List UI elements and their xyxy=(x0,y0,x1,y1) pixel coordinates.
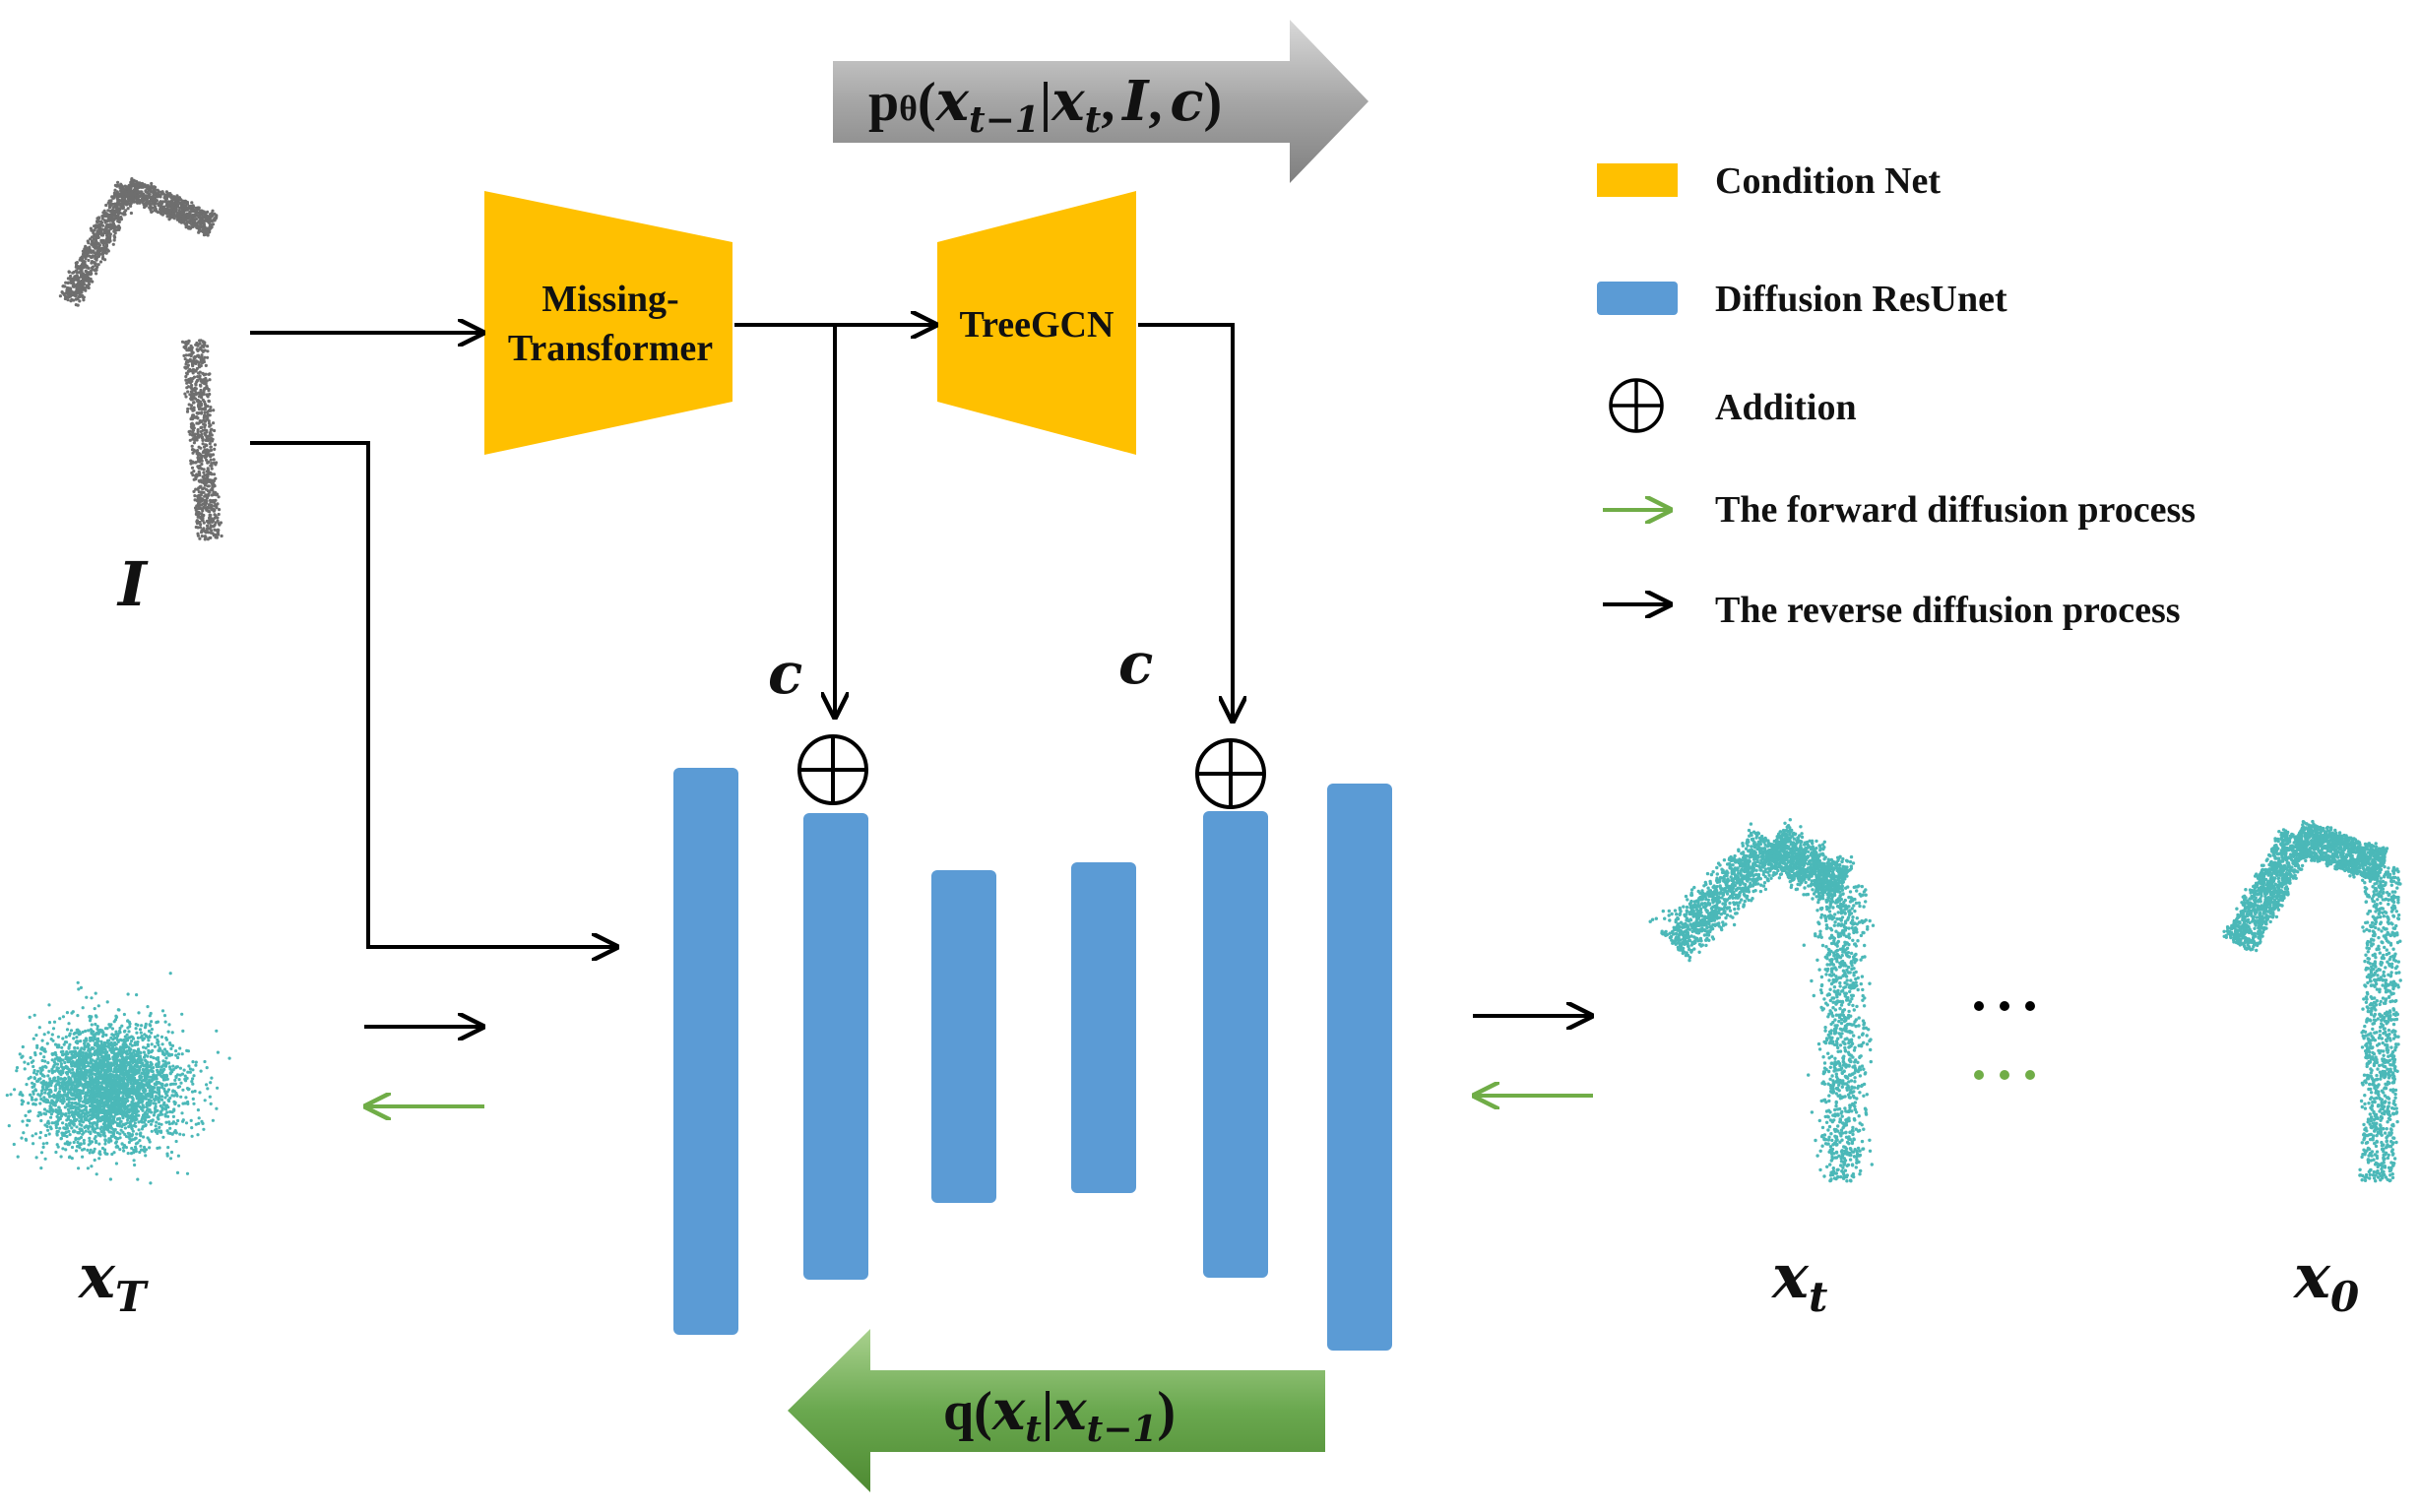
addition-icon-left xyxy=(797,734,868,805)
addition-symbols xyxy=(797,734,1266,809)
bottom-banner-open: ( xyxy=(974,1381,992,1442)
bottom-banner-q: q xyxy=(943,1381,974,1442)
banner-p: p xyxy=(868,72,899,133)
banner-x2: x xyxy=(1051,69,1085,134)
resunet-block-2 xyxy=(803,813,868,1280)
input-partial-point-cloud xyxy=(58,177,223,541)
condition-label-right: c xyxy=(1118,630,1153,697)
condition-right-arrow xyxy=(1138,323,1233,721)
treegcn-label: TreeGCN xyxy=(960,304,1114,346)
noisy-point-cloud-xt xyxy=(1648,818,1876,1183)
xt-label: xt xyxy=(1770,1240,1827,1321)
resunet-block-4 xyxy=(1071,862,1136,1193)
banner-close-paren: ) xyxy=(1204,72,1223,133)
legend-addition-label: Addition xyxy=(1715,387,1857,428)
input-label: I xyxy=(116,548,149,620)
xT-label: xT xyxy=(77,1240,149,1321)
legend-condition-net-swatch xyxy=(1597,163,1678,197)
legend-addition-icon xyxy=(1609,378,1664,433)
condition-label-left: c xyxy=(768,640,802,707)
banner-I: I xyxy=(1120,69,1150,134)
input-to-resunet-arrow xyxy=(250,441,616,947)
banner-x1-sub: t−1 xyxy=(969,99,1040,141)
banner-x1: x xyxy=(935,69,970,134)
complete-point-cloud-x0 xyxy=(2222,819,2402,1183)
svg-text:q(xt|xt−1): q(xt|xt−1) xyxy=(943,1378,1176,1450)
bottom-banner-bar: | xyxy=(1042,1381,1053,1442)
noise-point-cloud-xT xyxy=(5,972,231,1185)
banner-theta: θ xyxy=(899,89,918,128)
resunet-block-6 xyxy=(1327,784,1392,1351)
bottom-banner-x1: x xyxy=(991,1378,1026,1443)
resunet-block-5 xyxy=(1203,811,1268,1278)
legend-forward-label: The forward diffusion process xyxy=(1715,489,2196,531)
treegcn-block: TreeGCN xyxy=(937,191,1136,455)
missing-transformer-block: Missing- Transformer xyxy=(484,191,732,455)
banner-comma-2: , xyxy=(1148,72,1162,133)
bottom-banner-x1-sub: t xyxy=(1025,1409,1042,1450)
legend-condition-net-label: Condition Net xyxy=(1715,160,1941,202)
bottom-banner-x2: x xyxy=(1052,1378,1087,1443)
legend-resunet-label: Diffusion ResUnet xyxy=(1715,279,2007,320)
bottom-banner-close: ) xyxy=(1157,1381,1176,1442)
resunet-block-3 xyxy=(931,870,996,1203)
svg-text:pθ(xt−1|xt,I,c): pθ(xt−1|xt,I,c) xyxy=(868,69,1222,141)
banner-c: c xyxy=(1170,69,1203,134)
resunet-block-1 xyxy=(673,768,738,1335)
ellipsis-forward xyxy=(1974,1070,2035,1080)
banner-x2-sub: t xyxy=(1085,99,1102,141)
reverse-process-banner: pθ(xt−1|xt,I,c) xyxy=(833,20,1369,183)
x0-label: x0 xyxy=(2292,1240,2359,1321)
diffusion-resunet xyxy=(673,768,1392,1351)
legend-reverse-label: The reverse diffusion process xyxy=(1715,590,2181,631)
forward-process-banner: q(xt|xt−1) xyxy=(788,1329,1325,1492)
legend: Condition Net Diffusion ResUnet Addition… xyxy=(1597,160,2196,631)
addition-icon-right xyxy=(1195,738,1266,809)
banner-open-paren: ( xyxy=(918,72,936,133)
bottom-banner-x2-sub: t−1 xyxy=(1087,1409,1158,1450)
missing-transformer-label-2: Transformer xyxy=(508,328,713,369)
banner-comma-1: , xyxy=(1101,72,1114,133)
banner-bar: | xyxy=(1040,72,1051,133)
legend-resunet-swatch xyxy=(1597,282,1678,315)
missing-transformer-label-1: Missing- xyxy=(541,279,678,320)
reverse-connectors xyxy=(250,325,1591,1027)
forward-connectors xyxy=(366,1096,1593,1106)
ellipsis-reverse xyxy=(1974,1001,2035,1011)
